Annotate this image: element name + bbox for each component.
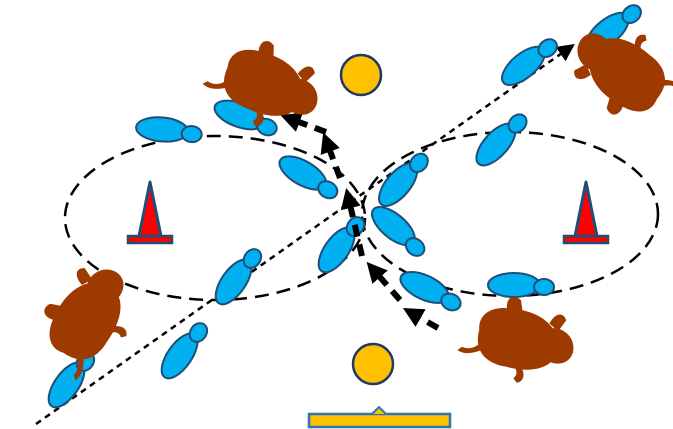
path-arrow-icon xyxy=(280,112,328,135)
right-loop xyxy=(360,130,660,298)
footprint-icon xyxy=(153,315,214,386)
dog-icon xyxy=(453,288,581,392)
marker-ball-icon xyxy=(351,342,395,386)
footprint-icon xyxy=(394,264,467,317)
path-arrow-icon xyxy=(366,261,403,302)
path-arrow-icon xyxy=(340,188,365,257)
start-mat-icon xyxy=(307,405,452,429)
cone-icon xyxy=(126,180,174,245)
footprint-icon xyxy=(468,105,533,173)
footprint-icon xyxy=(487,272,555,298)
cone-icon xyxy=(562,180,610,245)
left-loop xyxy=(63,134,367,302)
marker-ball-icon xyxy=(339,53,383,97)
path-arrow-icon xyxy=(320,132,343,180)
footprint-icon xyxy=(134,114,204,146)
footprint-icon xyxy=(364,199,433,263)
path-arrow-icon xyxy=(402,307,440,331)
direction-arrows xyxy=(280,112,440,331)
